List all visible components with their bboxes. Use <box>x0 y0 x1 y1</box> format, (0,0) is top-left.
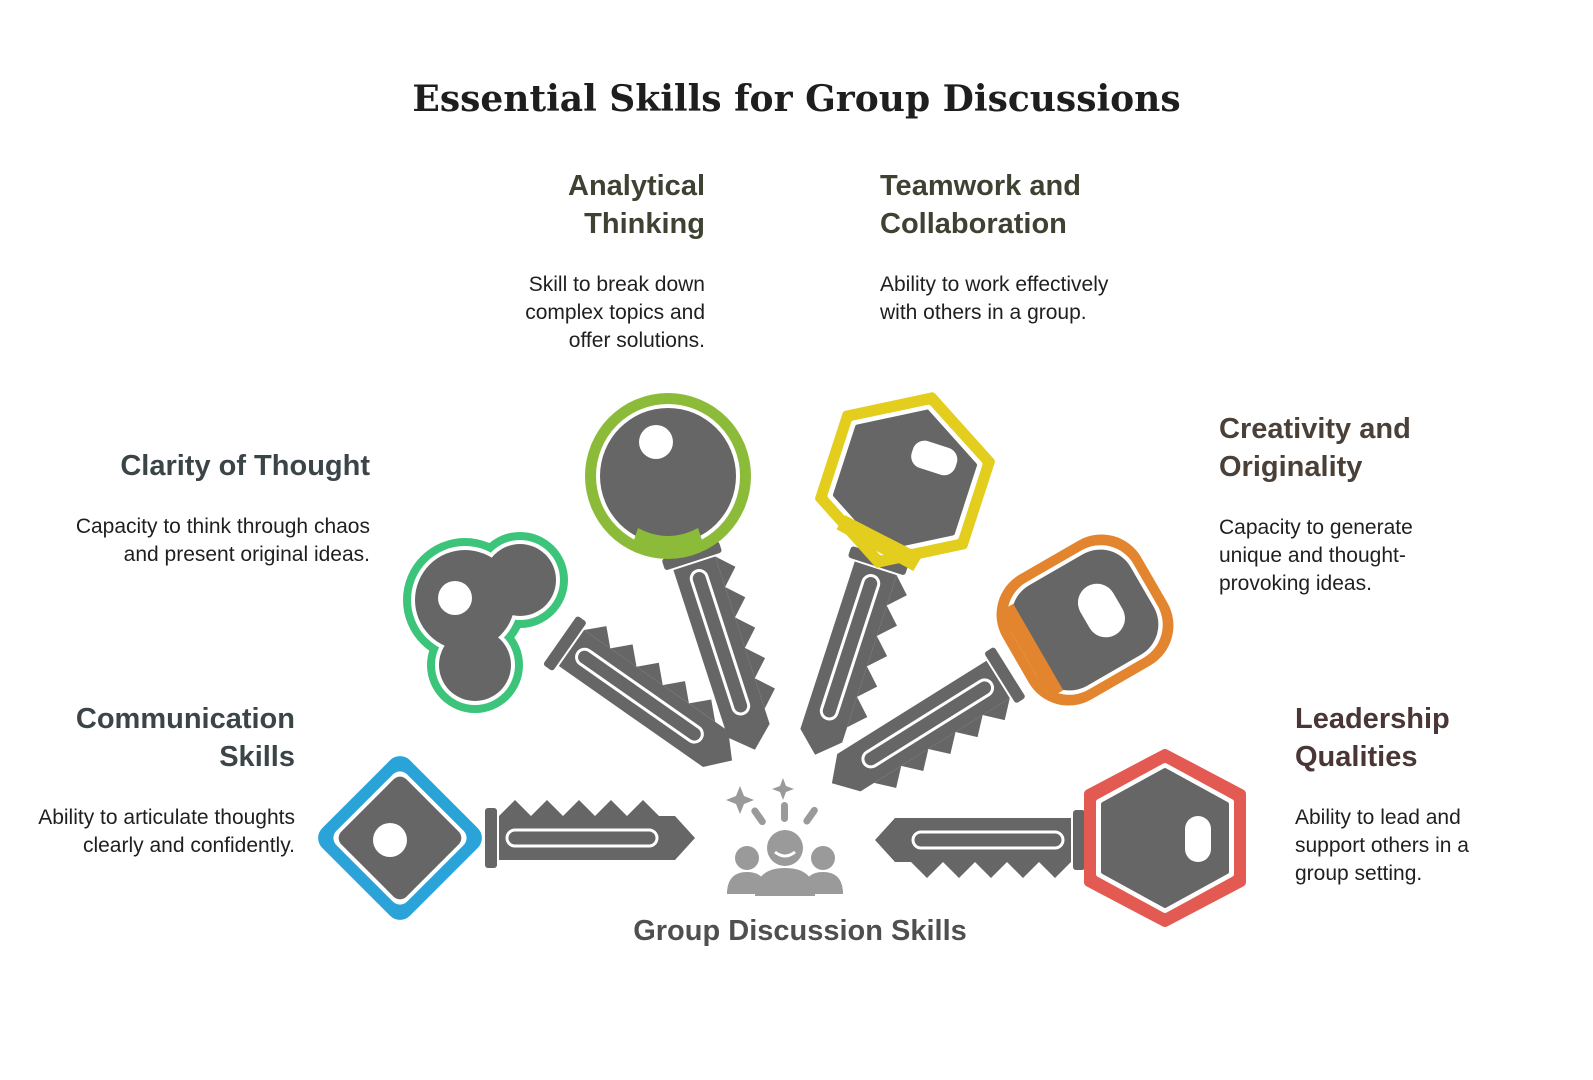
key-clarity <box>403 532 756 787</box>
skill-description: Ability to lead and support others in a … <box>1295 806 1469 885</box>
group-discussion-icon <box>726 778 843 896</box>
skill-clarity: Clarity of Thought Capacity to think thr… <box>70 447 370 569</box>
key-analytical <box>585 393 793 761</box>
key-head-clarity <box>403 532 568 713</box>
key-head-creativity <box>996 534 1174 706</box>
skill-description: Ability to articulate thoughts clearly a… <box>38 806 295 857</box>
key-communication <box>318 756 697 920</box>
skill-communication: Communication Skills Ability to articula… <box>0 700 295 860</box>
key-leadership <box>873 749 1246 927</box>
page-title: Essential Skills for Group Discussions <box>412 78 1181 120</box>
skill-analytical: Analytical Thinking Skill to break down … <box>405 167 705 355</box>
skill-heading: Teamwork and Collaboration <box>880 170 1081 240</box>
key-head-communication <box>318 756 482 920</box>
skill-heading: Analytical Thinking <box>568 170 705 240</box>
skill-heading: Creativity and Originality <box>1219 413 1411 483</box>
skill-description: Capacity to think through chaos and pres… <box>75 515 370 566</box>
skill-teamwork: Teamwork and Collaboration Ability to wo… <box>880 167 1150 327</box>
key-head-teamwork <box>815 392 995 572</box>
key-head-leadership <box>1084 749 1246 927</box>
skill-heading: Communication Skills <box>75 703 295 773</box>
skill-description: Skill to break down complex topics and o… <box>525 273 705 352</box>
key-creativity <box>814 534 1174 818</box>
skill-heading: Leadership Qualities <box>1295 703 1450 773</box>
key-teamwork <box>785 392 995 768</box>
skill-description: Capacity to generate unique and thought-… <box>1219 516 1413 595</box>
skill-creativity: Creativity and Originality Capacity to g… <box>1219 410 1459 598</box>
key-head-analytical <box>585 393 751 559</box>
skill-leadership: Leadership Qualities Ability to lead and… <box>1295 700 1515 888</box>
center-label: Group Discussion Skills <box>633 915 967 947</box>
skill-description: Ability to work effectively with others … <box>880 273 1109 324</box>
skill-heading: Clarity of Thought <box>120 450 370 482</box>
